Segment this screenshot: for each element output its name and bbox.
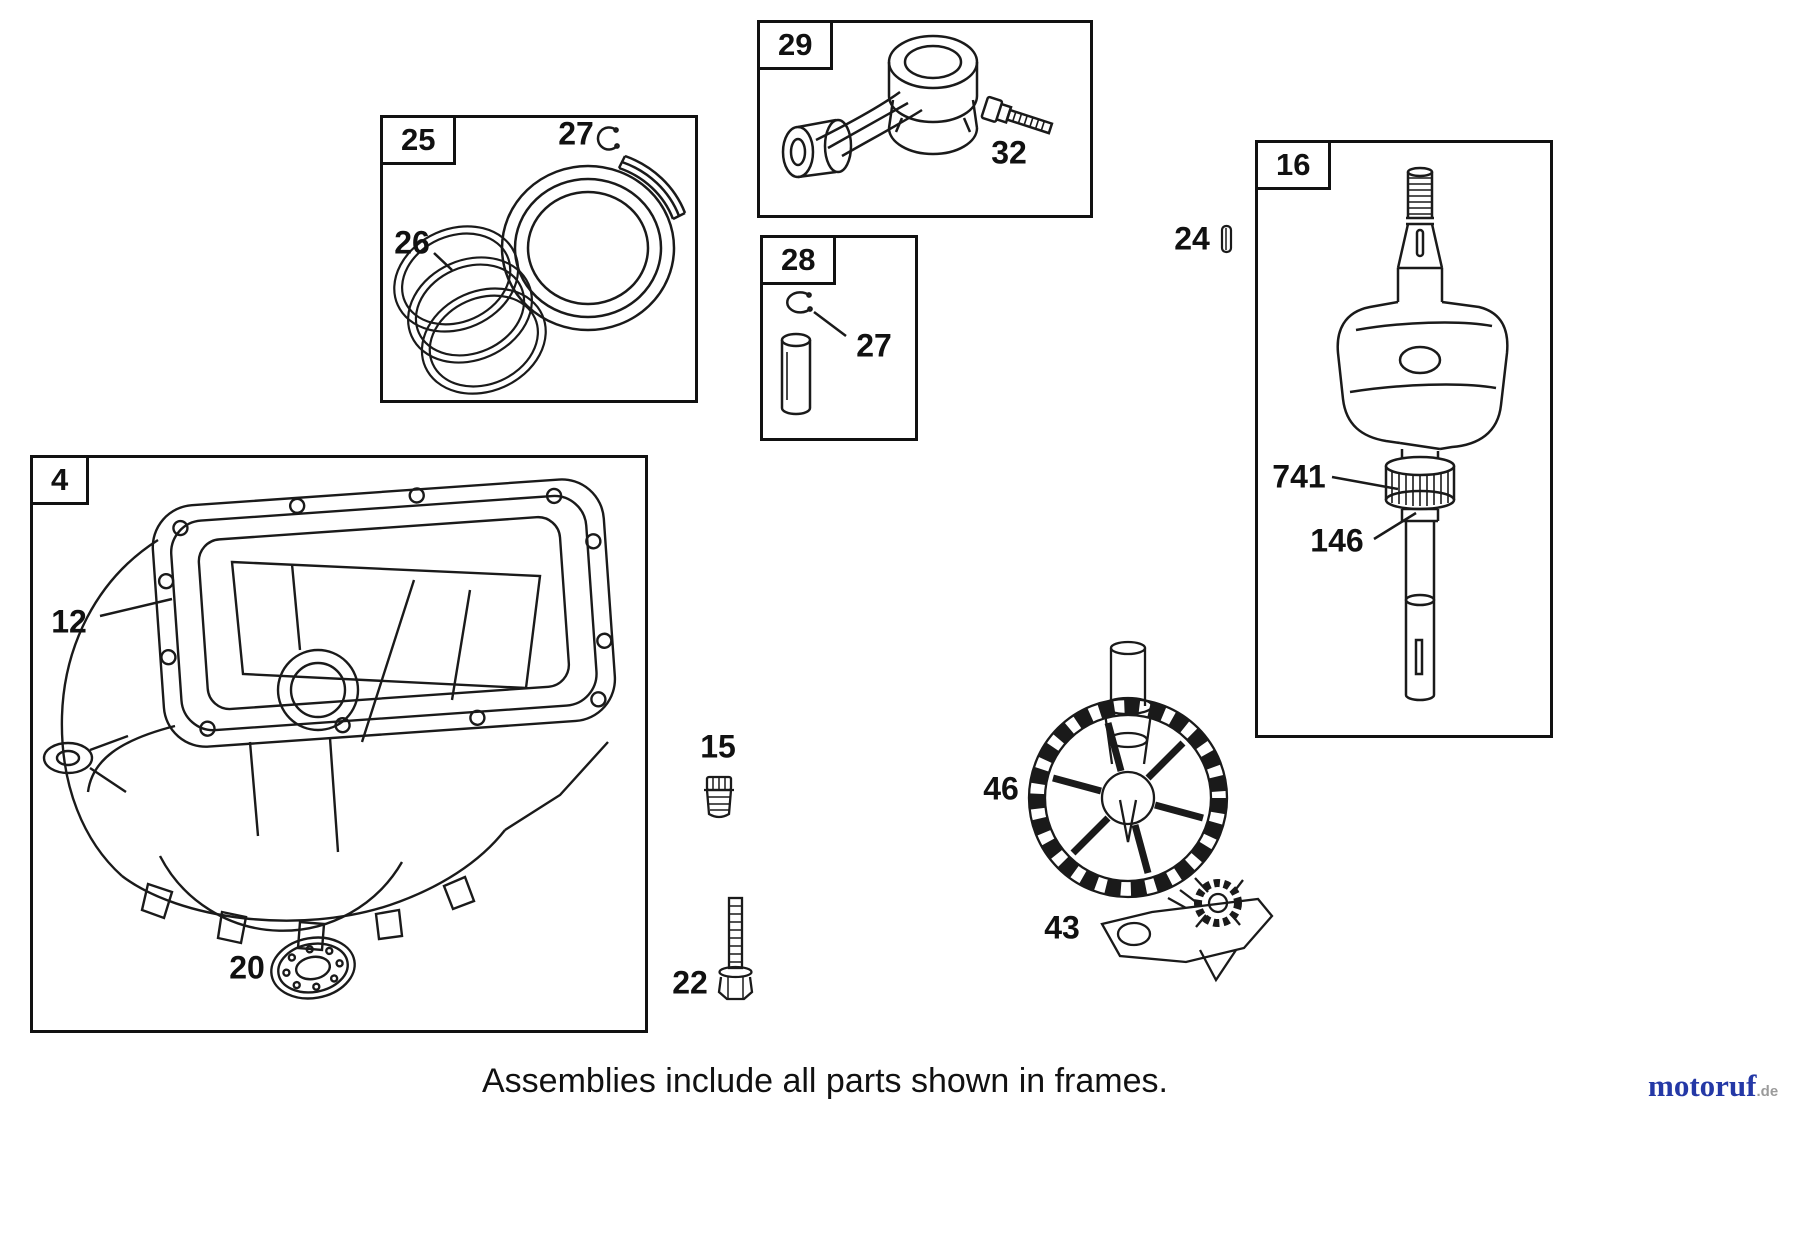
frame-29: 29 xyxy=(757,20,1093,218)
frame-4-label: 4 xyxy=(30,455,90,505)
motoruf-logo-name: motoruf xyxy=(1648,1068,1757,1103)
frame-16: 16 xyxy=(1255,140,1553,738)
frame-29-label: 29 xyxy=(757,20,834,70)
callout-ring-set: 26 xyxy=(394,224,430,261)
callout-oil-seal: 20 xyxy=(229,949,265,986)
frame-16-label: 16 xyxy=(1255,140,1332,190)
callout-drain-plug: 15 xyxy=(700,728,736,765)
callout-cam-gear: 46 xyxy=(983,770,1019,807)
sump-bolt-drawing xyxy=(717,896,754,1001)
callout-governor: 43 xyxy=(1044,909,1080,946)
motoruf-logo-tld: .de xyxy=(1756,1083,1779,1100)
callout-piston-circlip: 27 xyxy=(558,115,594,152)
key-drawing xyxy=(1220,224,1233,254)
callout-pin-circlip: 27 xyxy=(856,327,892,364)
frame-28-label: 28 xyxy=(760,235,837,285)
assemblies-note: Assemblies include all parts shown in fr… xyxy=(482,1062,1168,1100)
camshaft-gear-drawing xyxy=(1027,640,1229,899)
frame-28: 28 xyxy=(760,235,918,441)
frame-4: 4 xyxy=(30,455,648,1033)
callout-sump-bolt: 22 xyxy=(672,964,708,1001)
drain-plug-drawing xyxy=(704,775,734,819)
motoruf-logo[interactable]: motoruf.de xyxy=(1648,1068,1778,1104)
frame-25: 25 xyxy=(380,115,698,403)
callout-gear-spacer: 146 xyxy=(1310,522,1364,559)
callout-timing-gear: 741 xyxy=(1272,458,1326,495)
frame-25-label: 25 xyxy=(380,115,457,165)
callout-key: 24 xyxy=(1174,220,1210,257)
governor-drawing xyxy=(1100,877,1274,983)
callout-sump-pan: 12 xyxy=(51,603,87,640)
callout-rod-bolt: 32 xyxy=(991,134,1027,171)
